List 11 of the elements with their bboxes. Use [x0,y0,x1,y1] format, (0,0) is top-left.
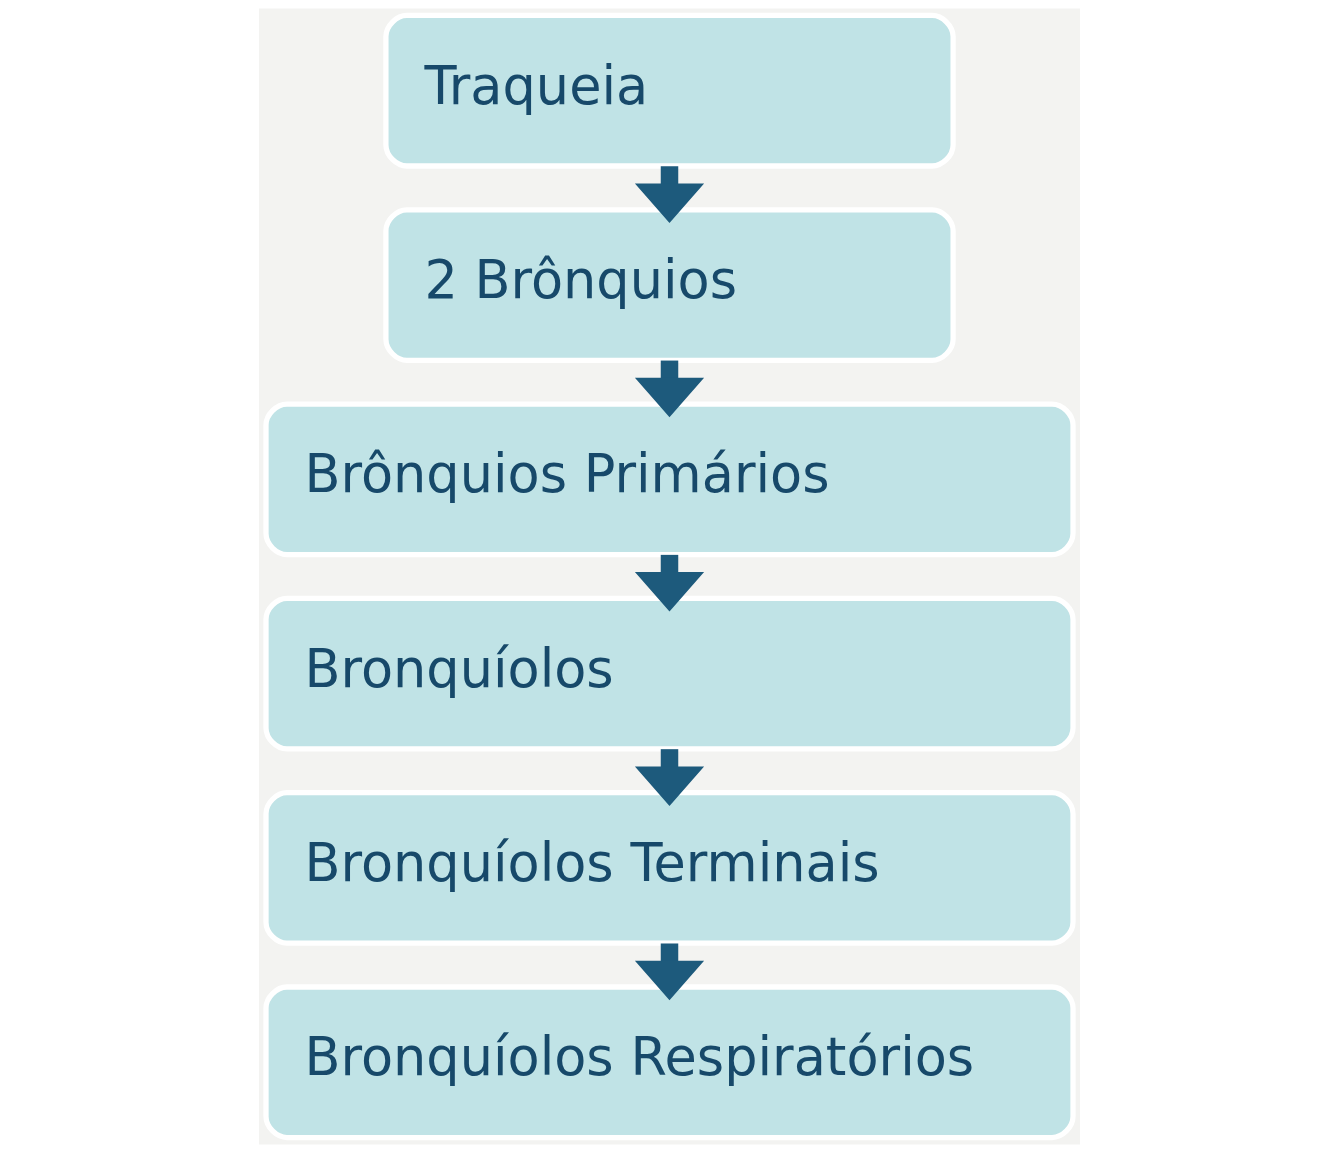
node-box: 2 Brônquios [383,207,956,363]
arrow [634,554,705,612]
arrow [634,749,705,806]
node-box: Bronquíolos [263,595,1076,752]
arrow [634,943,705,1001]
node-box: Traqueia [383,12,956,169]
node-box: Bronquíolos Terminais [263,790,1076,946]
node-box: Brônquios Primários [263,401,1076,558]
node-box: Bronquíolos Respiratórios [263,984,1076,1141]
arrow [634,360,705,418]
arrow [634,166,705,223]
